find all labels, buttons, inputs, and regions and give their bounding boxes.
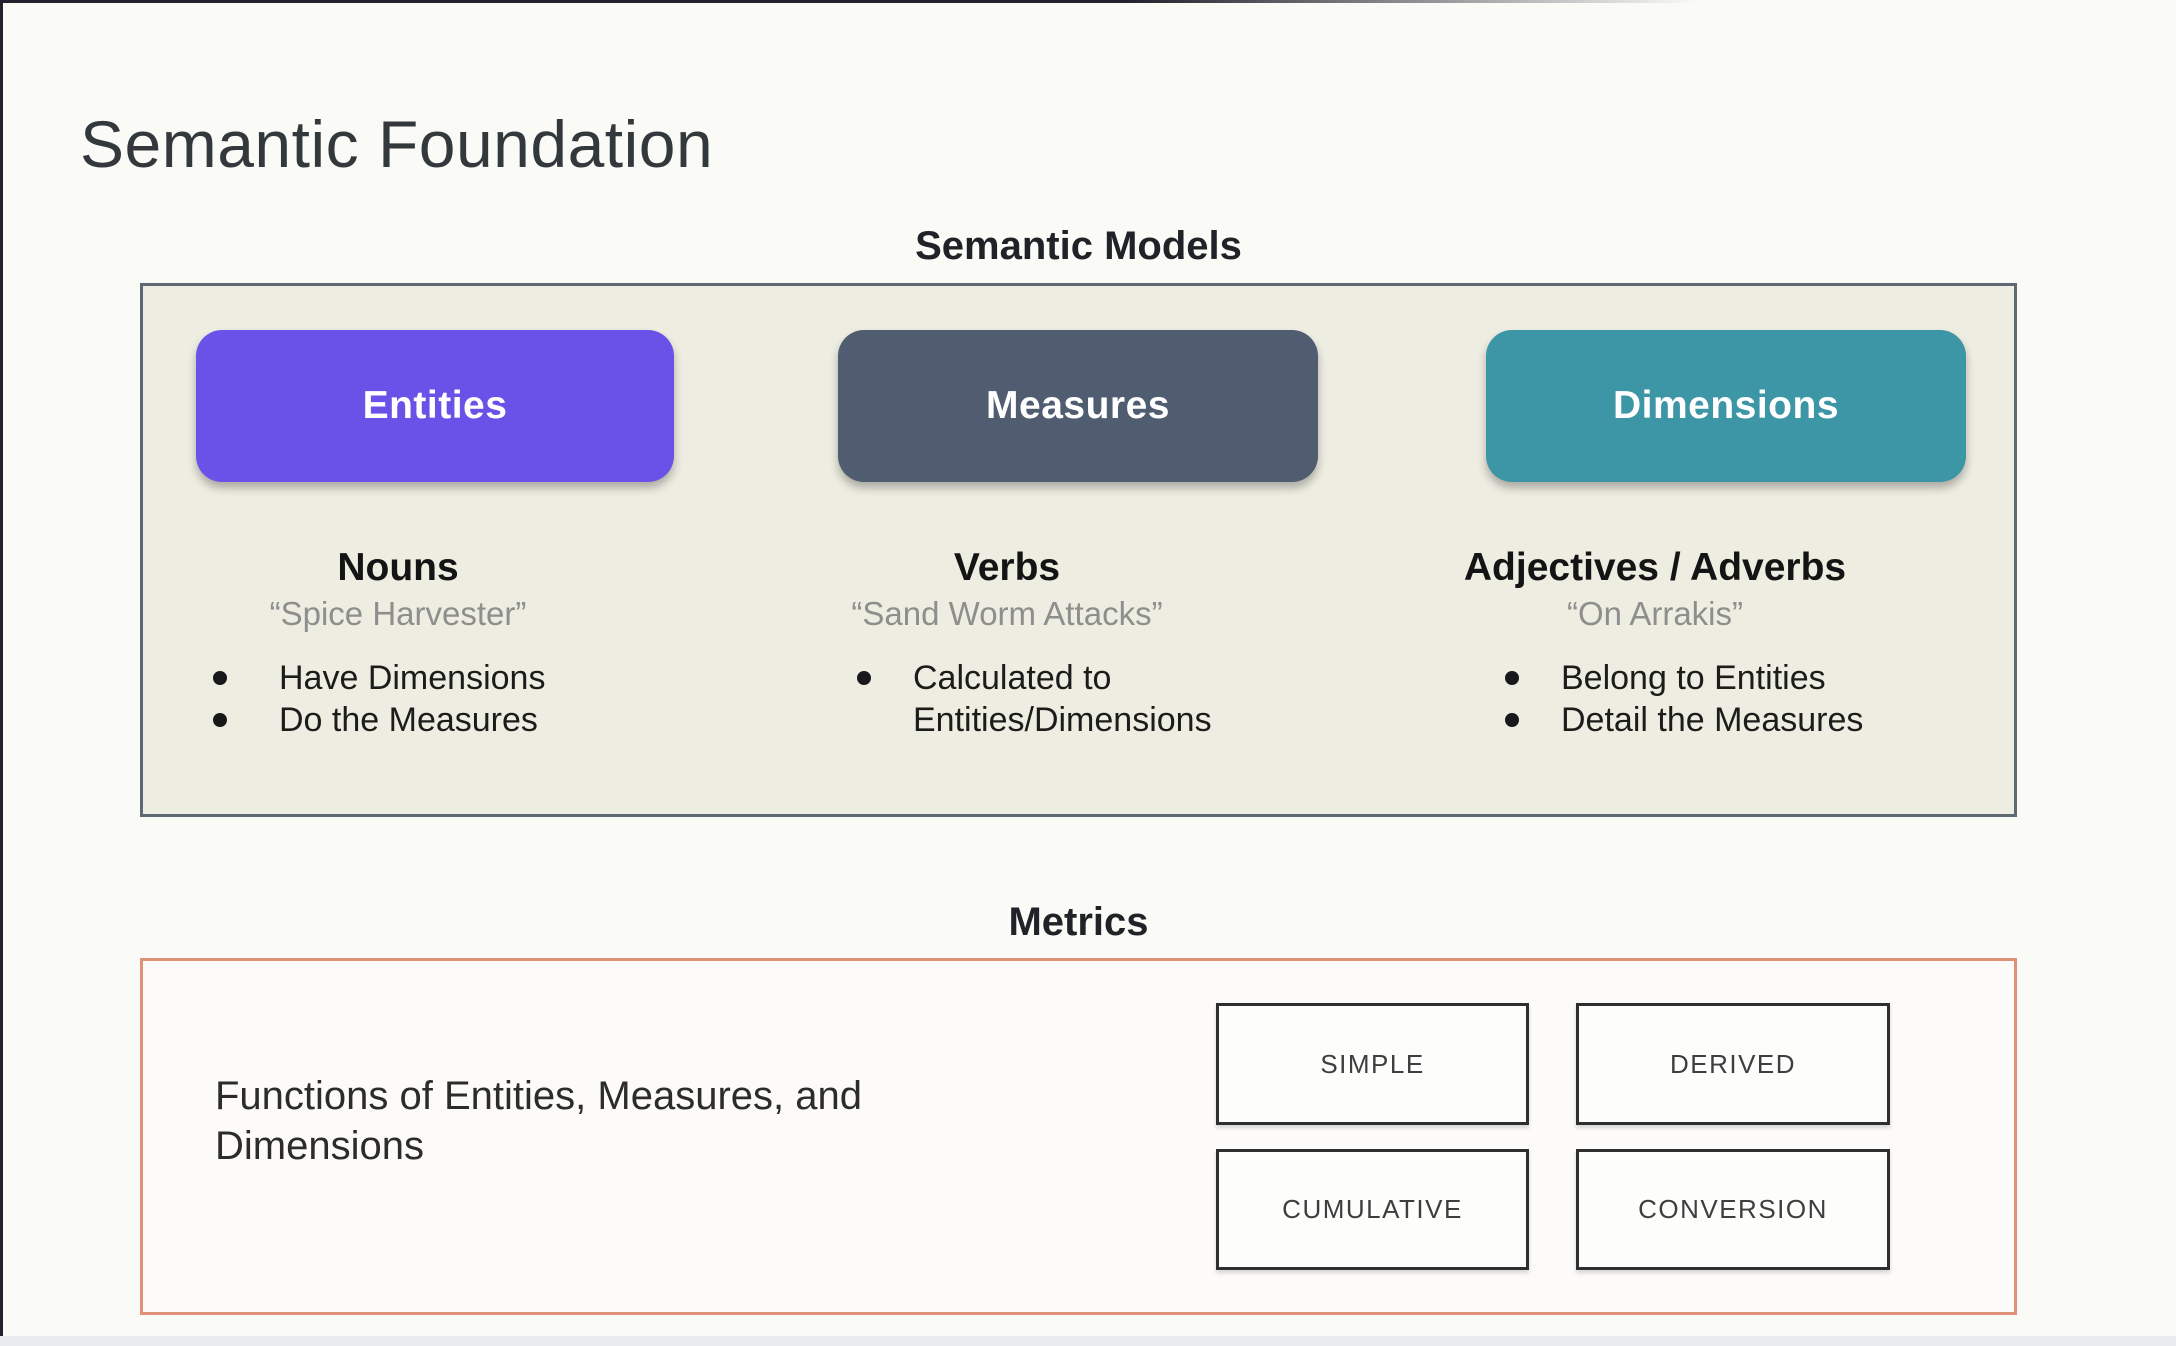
metrics-section-title: Metrics bbox=[1008, 900, 1149, 944]
dimensions-bullet-list: Belong to Entities Detail the Measures bbox=[1505, 657, 1905, 741]
bullet-dot-icon bbox=[1505, 670, 1519, 685]
dimensions-heading: Adjectives / Adverbs bbox=[1463, 546, 1847, 589]
entities-pill: Entities bbox=[196, 330, 674, 482]
dimensions-pill: Dimensions bbox=[1486, 330, 1966, 482]
page-title: Semantic Foundation bbox=[80, 107, 714, 182]
metric-box-conversion: CONVERSION bbox=[1576, 1149, 1890, 1270]
metric-box-cumulative: CUMULATIVE bbox=[1216, 1149, 1529, 1270]
bullet-dot-icon bbox=[213, 670, 227, 685]
entities-bullet-list: Have Dimensions Do the Measures bbox=[213, 657, 648, 741]
metric-box-derived: DERIVED bbox=[1576, 1003, 1890, 1125]
window-frame-bottom-strip bbox=[0, 1336, 2176, 1346]
bullet-dot-icon bbox=[1505, 712, 1519, 727]
list-item: Calculated to Entities/Dimensions bbox=[857, 657, 1257, 741]
measures-column: Verbs “Sand Worm Attacks” Calculated to … bbox=[757, 546, 1257, 741]
measures-quote: “Sand Worm Attacks” bbox=[851, 594, 1163, 632]
entities-heading: Nouns bbox=[337, 546, 459, 589]
measures-bullet-list: Calculated to Entities/Dimensions bbox=[857, 657, 1257, 741]
semantic-models-section-title: Semantic Models bbox=[915, 224, 1242, 268]
list-item: Do the Measures bbox=[213, 699, 648, 741]
window-frame-top-edge bbox=[0, 0, 2176, 3]
measures-heading: Verbs bbox=[953, 546, 1061, 589]
dimensions-column: Adjectives / Adverbs “On Arrakis” Belong… bbox=[1405, 546, 1905, 741]
list-item: Belong to Entities bbox=[1505, 657, 1905, 699]
list-item: Have Dimensions bbox=[213, 657, 648, 699]
bullet-dot-icon bbox=[857, 670, 871, 685]
dimensions-quote: “On Arrakis” bbox=[1566, 594, 1744, 632]
metric-box-simple: SIMPLE bbox=[1216, 1003, 1529, 1125]
list-item: Detail the Measures bbox=[1505, 699, 1905, 741]
entities-quote: “Spice Harvester” bbox=[269, 594, 527, 632]
entities-column: Nouns “Spice Harvester” Have Dimensions … bbox=[148, 546, 648, 741]
window-frame-left-edge bbox=[0, 0, 3, 1346]
bullet-dot-icon bbox=[213, 712, 227, 727]
measures-pill: Measures bbox=[838, 330, 1318, 482]
metrics-description: Functions of Entities, Measures, and Dim… bbox=[215, 1074, 862, 1168]
